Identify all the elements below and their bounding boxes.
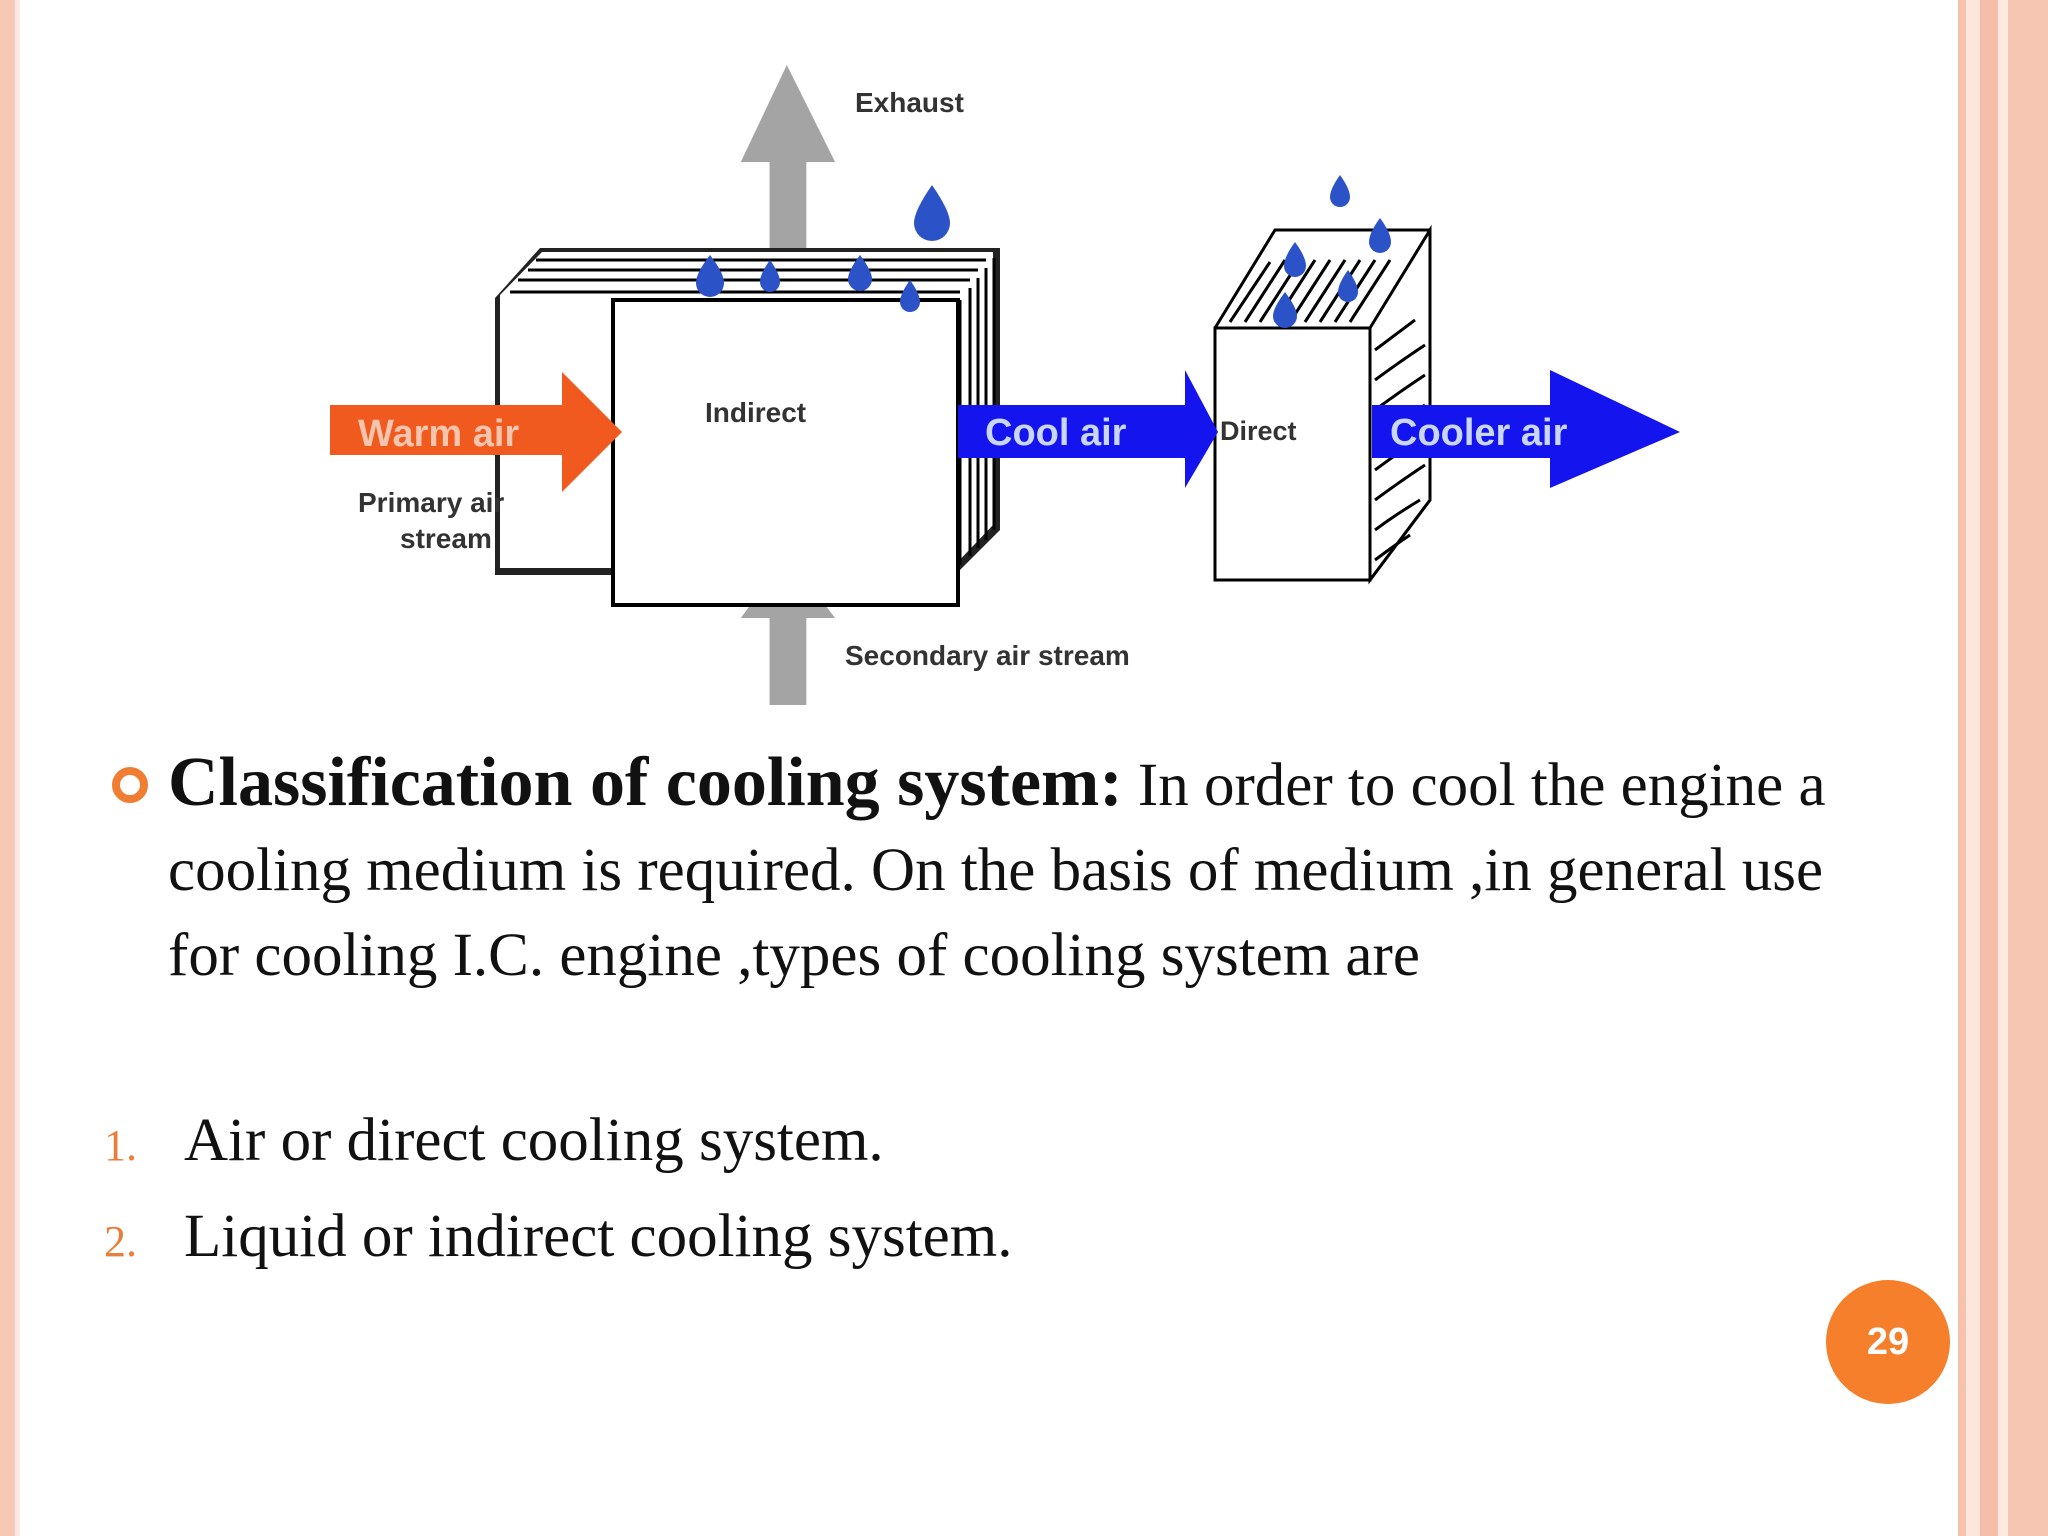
- cooling-diagram: Exhaust Warm air Primary air stream Indi…: [330, 60, 1700, 720]
- list-number: 2.: [104, 1217, 137, 1266]
- list-item: 2. Liquid or indirect cooling system.: [104, 1192, 1012, 1282]
- direct-evaporative-pad: [1213, 224, 1432, 585]
- warm-air-arrow: [330, 372, 622, 492]
- list-number: 1.: [104, 1121, 137, 1170]
- label-cooler-air: Cooler air: [1390, 412, 1568, 454]
- slide-border-right: [2008, 0, 2048, 1536]
- indirect-heat-exchanger: [495, 248, 1000, 607]
- cool-air-arrow: [958, 370, 1218, 488]
- label-direct: Direct: [1220, 416, 1297, 446]
- list-text: Liquid or indirect cooling system.: [184, 1203, 1013, 1270]
- label-cool-air: Cool air: [985, 412, 1127, 454]
- label-exhaust: Exhaust: [855, 87, 964, 118]
- slide-border-right: [1958, 0, 1966, 1536]
- water-droplets: [696, 175, 1391, 328]
- bullet-icon: [112, 767, 148, 803]
- classification-paragraph: Classification of cooling system: In ord…: [168, 740, 1908, 998]
- slide-border-right: [1966, 0, 1980, 1536]
- list-text: Air or direct cooling system.: [184, 1107, 884, 1174]
- label-primary-air: Primary air: [358, 487, 504, 518]
- section-body: In order to cool the engine a cooling me…: [168, 752, 1826, 989]
- label-secondary-air: Secondary air stream: [845, 640, 1130, 671]
- label-warm-air: Warm air: [358, 413, 519, 455]
- label-indirect: Indirect: [705, 397, 806, 428]
- slide-border-right: [1998, 0, 2008, 1536]
- exhaust-arrow-shape: [740, 65, 836, 265]
- label-primary-stream: stream: [400, 523, 492, 554]
- slide-border-left-inner: [15, 0, 20, 1536]
- slide-border-right: [1980, 0, 1998, 1536]
- slide-border-left: [0, 0, 15, 1536]
- section-heading: Classification of cooling system:: [168, 744, 1123, 821]
- exhaust-arrow: [708, 162, 725, 260]
- list-item: 1. Air or direct cooling system.: [104, 1096, 884, 1186]
- cooler-air-arrow: [1372, 370, 1680, 488]
- page-number-badge: 29: [1826, 1280, 1950, 1404]
